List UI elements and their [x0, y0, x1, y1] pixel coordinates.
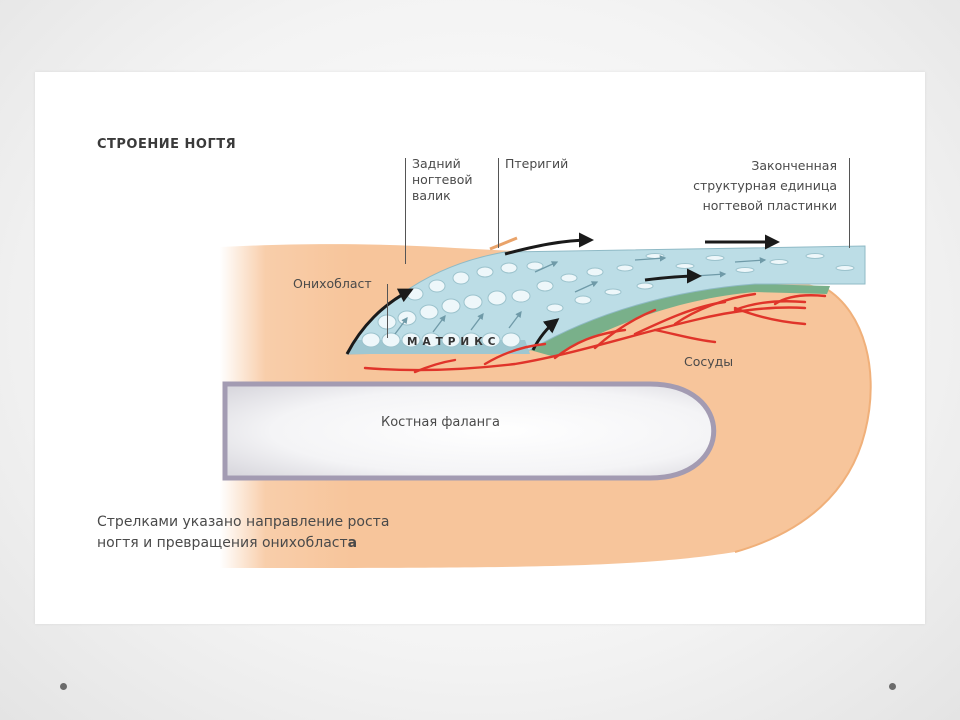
- blood-vessels: [363, 292, 827, 374]
- label-vessels: Сосуды: [684, 354, 734, 369]
- label-bone: Костная фаланга: [381, 415, 500, 430]
- fingertip-outline: [734, 287, 872, 553]
- label-proximal-fold: Задний ногтевой валик: [412, 156, 473, 203]
- leader-pterygium: [498, 158, 499, 248]
- label-finished-unit: Законченная структурная единица ногтевой…: [693, 158, 837, 213]
- nail-bed: [530, 284, 830, 357]
- bone-phalanx: [222, 381, 717, 481]
- matrix-cells: [361, 253, 855, 348]
- nail-structure-diagram: СТРОЕНИЕ НОГТЯ Задний ногтевой валик Пте…: [35, 72, 925, 624]
- diagram-caption: Стрелками указано направление роста ногт…: [97, 514, 390, 551]
- label-matrix: МАТРИКС: [407, 336, 501, 348]
- slide-bullet-left: [60, 683, 67, 690]
- leader-proximal-fold: [405, 158, 406, 264]
- slide-bullet-right: [889, 683, 896, 690]
- label-onychoblast: Онихобласт: [293, 276, 372, 291]
- growth-arrows-outer: [345, 232, 780, 355]
- leader-finished-unit: [849, 158, 850, 248]
- diagram-art: [220, 232, 872, 568]
- leader-onychoblast: [387, 284, 388, 338]
- pterygium-flap: [489, 236, 518, 251]
- diagram-title: СТРОЕНИЕ НОГТЯ: [97, 137, 237, 152]
- label-pterygium: Птеригий: [505, 156, 569, 171]
